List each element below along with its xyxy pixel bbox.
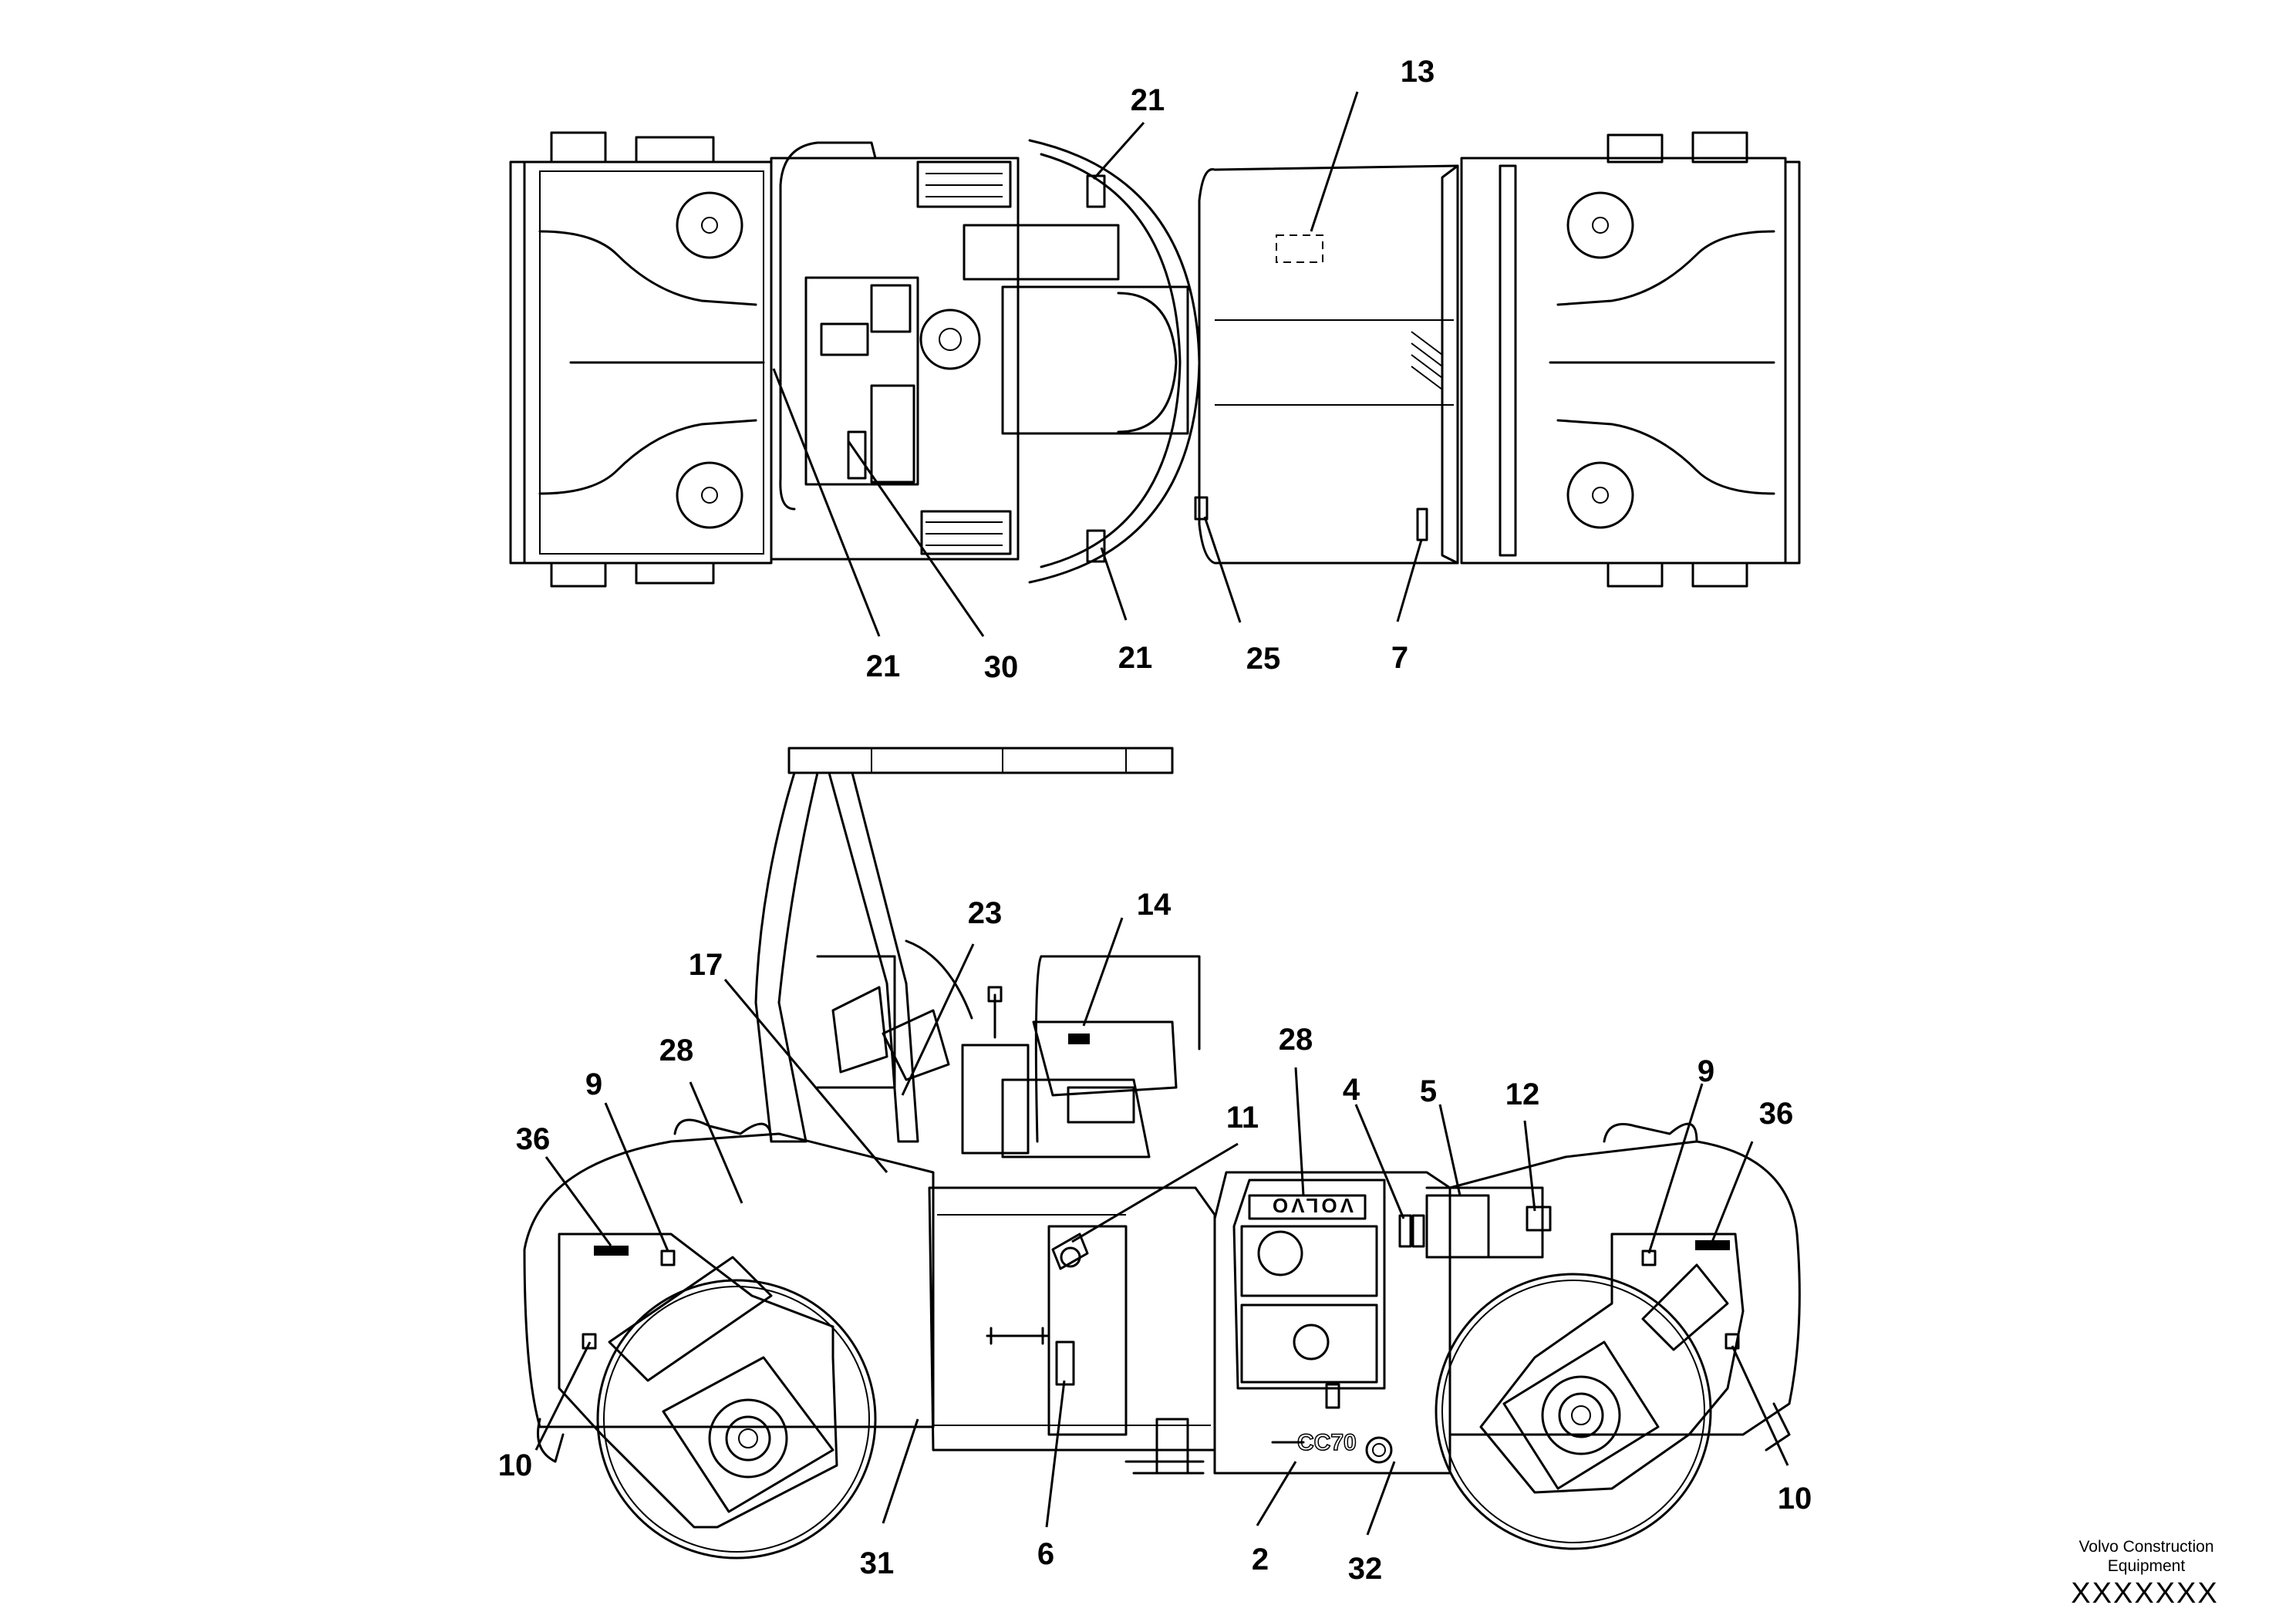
callout-31: 31 [860,1546,895,1580]
callout-25: 25 [1246,642,1281,676]
callout-32: 32 [1348,1552,1383,1586]
front-drum-side [1435,1122,1801,1550]
rops-canopy [754,747,1174,1143]
callout-21-left: 21 [866,649,901,683]
engine-compartment-side: VOLVO CC70 [1213,1171,1552,1475]
callout-9-left: 9 [585,1067,602,1101]
top-view: 13 21 21 30 21 25 7 [509,55,1801,684]
callout-13: 13 [1401,55,1435,89]
side-view-leader-lines [534,917,1789,1536]
front-drum-frame-top [1460,131,1801,588]
centre-frame-side [928,1186,1216,1475]
callout-2: 2 [1252,1543,1269,1576]
callout-30: 30 [984,650,1019,684]
title-block: Volvo Construction Equipment XXXXXXX [2071,1538,2218,1610]
callout-14: 14 [1137,888,1172,922]
callout-17: 17 [689,948,723,982]
callout-6: 6 [1037,1537,1054,1571]
callout-7: 7 [1391,641,1408,675]
callout-23: 23 [968,896,1003,930]
callout-10-left: 10 [498,1448,533,1482]
callout-9-right: 9 [1698,1054,1714,1088]
callout-21-top: 21 [1131,83,1165,117]
callout-12: 12 [1505,1077,1540,1111]
callout-4: 4 [1343,1073,1360,1107]
operator-platform-top [770,139,1201,584]
callout-36-left: 36 [516,1122,551,1156]
callout-28-right: 28 [1279,1023,1313,1057]
callout-36-right: 36 [1759,1097,1794,1131]
callout-28-left: 28 [659,1034,694,1067]
callout-11: 11 [1226,1101,1259,1135]
rear-drum-side [523,1118,935,1560]
callout-10-right: 10 [1778,1482,1812,1516]
drawing-code: XXXXXXX [2071,1577,2218,1610]
callout-5: 5 [1420,1074,1437,1108]
top-view-leader-lines [772,91,1423,637]
side-view: VOLVO CC70 [498,747,1812,1586]
company-name-line2: Equipment [2108,1557,2186,1575]
callout-21-bottom: 21 [1118,641,1153,675]
top-view-callouts: 13 21 21 30 21 25 7 [866,55,1435,684]
volvo-brand-decal: VOLVO [1269,1194,1354,1217]
operator-station-side [816,939,1201,1158]
company-name-line1: Volvo Construction [2079,1538,2213,1556]
engine-hood-top [1194,164,1459,565]
rear-drum-frame-top [509,131,773,588]
side-view-callouts: 14 23 17 28 9 36 11 28 4 5 12 9 36 10 31… [498,888,1812,1586]
model-decal: CC70 [1297,1430,1357,1455]
